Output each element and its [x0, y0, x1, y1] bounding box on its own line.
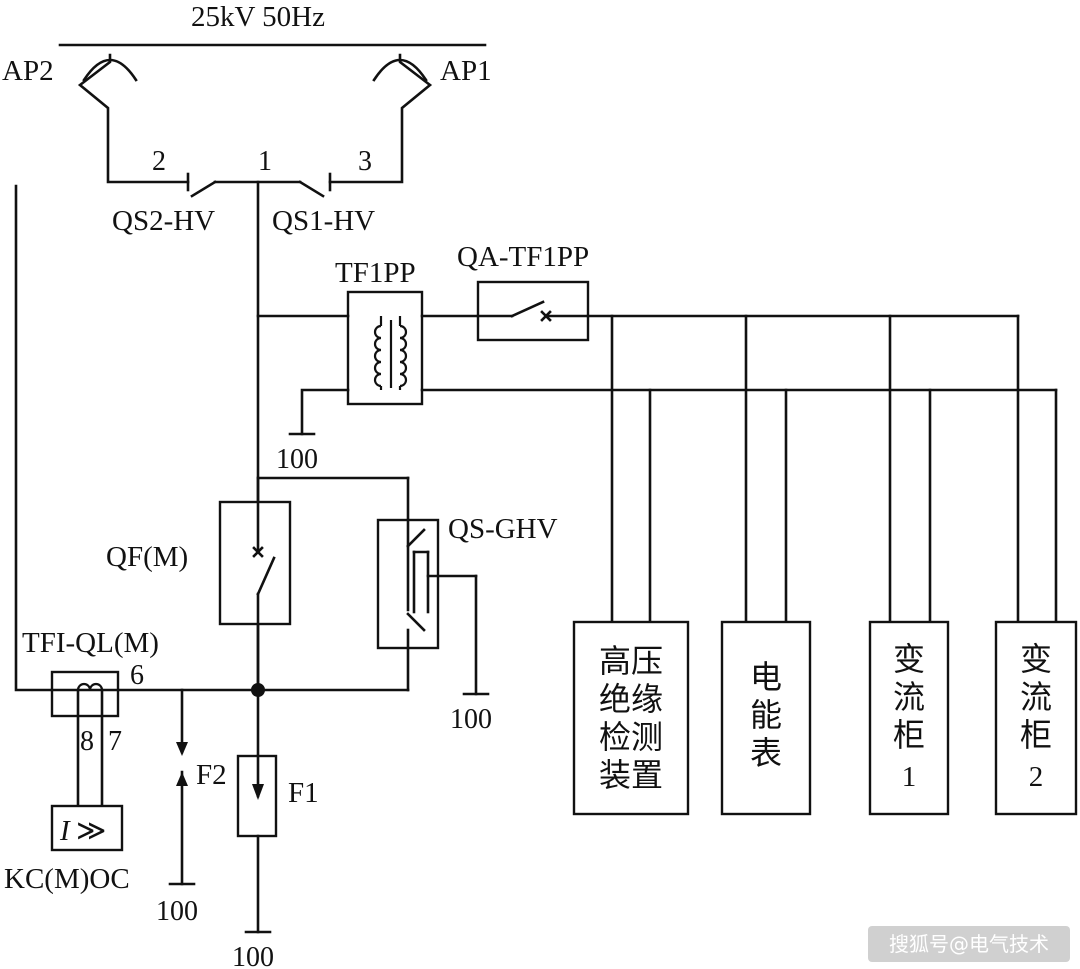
terminal-3: 3 [358, 146, 372, 177]
svg-text:流: 流 [1020, 678, 1052, 716]
f2-label: F2 [196, 759, 227, 791]
qs1-hv-label: QS1-HV [272, 205, 375, 237]
svg-text:装置: 装置 [599, 756, 663, 794]
breaker-qa-tf1pp: QA-TF1PP [457, 241, 1020, 342]
load-converter-2: 变 流 柜 2 [994, 620, 1078, 816]
ground-tf1pp: 100 [276, 444, 318, 475]
svg-text:流: 流 [893, 678, 925, 716]
ground-f2: 100 [156, 896, 198, 927]
terminal-8: 8 [80, 726, 94, 757]
svg-text:1: 1 [902, 761, 917, 793]
svg-text:绝缘: 绝缘 [599, 680, 663, 718]
svg-text:电: 电 [750, 658, 782, 696]
relay-symbol-op: ≫ [76, 815, 106, 847]
spark-gap-f2: F2 100 [156, 688, 227, 927]
overcurrent-relay: I ≫ KC(M)OC [4, 804, 130, 895]
arrester-ap2: AP2 [2, 53, 190, 192]
relay-label: KC(M)OC [4, 863, 130, 895]
terminal-2: 2 [152, 146, 166, 177]
supply-label: 25kV 50Hz [191, 1, 325, 33]
qa-tf1pp-label: QA-TF1PP [457, 241, 589, 273]
transformer-tf1pp: 100 TF1PP [256, 257, 1058, 475]
ground-f1: 100 [232, 942, 274, 969]
svg-text:柜: 柜 [893, 716, 925, 754]
qs2-hv-label: QS2-HV [112, 205, 215, 237]
svg-text:变: 变 [1020, 640, 1052, 678]
tf1pp-label: TF1PP [335, 257, 416, 289]
load-converter-1: 变 流 柜 1 [868, 620, 950, 816]
svg-text:能: 能 [750, 696, 782, 734]
svg-text:柜: 柜 [1020, 716, 1052, 754]
arrester-ap1: AP1 [328, 53, 492, 192]
svg-text:表: 表 [750, 734, 782, 772]
relay-symbol-i: I [59, 815, 71, 847]
watermark-text: 搜狐号@电气技术 [889, 932, 1049, 956]
tfi-ql-label: TFI-QL(M) [22, 627, 159, 659]
load-feeders [610, 314, 1058, 624]
main-breaker-qf: QF(M) [106, 476, 410, 690]
watermark: 搜狐号@电气技术 [868, 926, 1070, 962]
terminal-7: 7 [108, 726, 122, 757]
terminal-6: 6 [130, 660, 144, 691]
ground-qs-ghv: 100 [450, 704, 492, 735]
terminal-1: 1 [258, 146, 272, 177]
current-transformer-tfi-ql: TFI-QL(M) 6 8 7 [22, 627, 159, 808]
f1-label: F1 [288, 777, 319, 809]
arrester-ap2-label: AP2 [2, 55, 54, 87]
qf-m-label: QF(M) [106, 541, 188, 573]
supply-bus: 25kV 50Hz [58, 1, 487, 47]
load-hv-insulation-monitor: 高压 绝缘 检测 装置 [572, 620, 690, 816]
left-return-wire [14, 184, 54, 692]
disconnector-qs: 2 1 3 QS2-HV QS1-HV [112, 146, 375, 690]
svg-text:检测: 检测 [599, 718, 663, 756]
arrester-ap1-label: AP1 [440, 55, 492, 87]
earthing-switch-qs-ghv: 100 QS-GHV [376, 476, 558, 735]
svg-text:2: 2 [1029, 761, 1044, 793]
svg-text:变: 变 [893, 640, 925, 678]
load-energy-meter: 电 能 表 [720, 620, 812, 816]
arrester-f1: F1 100 [232, 688, 319, 969]
qs-ghv-label: QS-GHV [448, 513, 558, 545]
svg-text:高压: 高压 [599, 642, 663, 680]
